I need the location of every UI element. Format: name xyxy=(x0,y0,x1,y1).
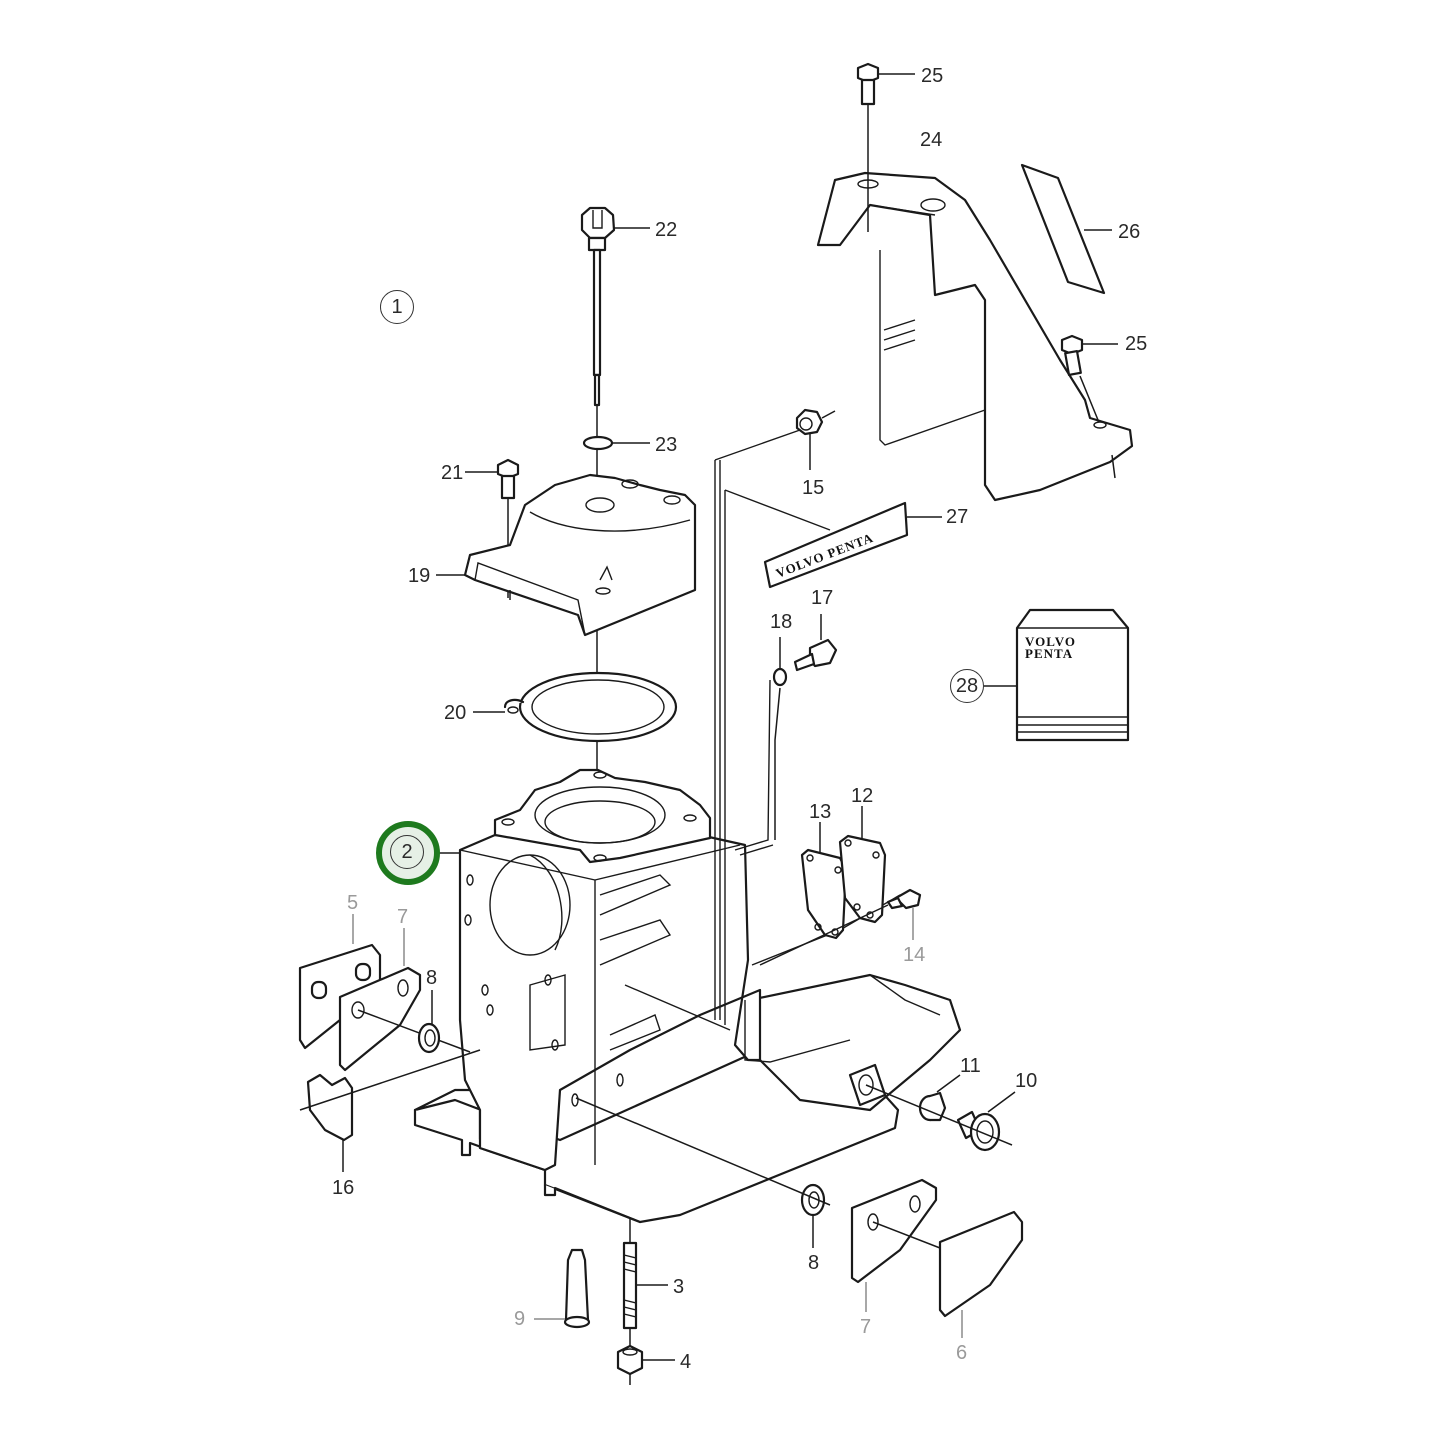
part-6-plate[interactable] xyxy=(938,1210,1024,1338)
label-3[interactable]: 3 xyxy=(673,1276,685,1298)
part-23-o-ring[interactable] xyxy=(582,435,650,451)
label-17[interactable]: 17 xyxy=(811,587,834,609)
label-15[interactable]: 15 xyxy=(802,477,825,499)
label-25-top[interactable]: 25 xyxy=(921,65,944,87)
part-18-seal[interactable] xyxy=(772,637,788,840)
part-7-plate-left[interactable] xyxy=(338,928,471,1072)
label-1[interactable]: 1 xyxy=(380,290,414,324)
part-13-cover[interactable] xyxy=(800,822,848,940)
part-24-cover[interactable] xyxy=(816,171,1134,502)
label-6[interactable]: 6 xyxy=(956,1342,968,1364)
label-7-right[interactable]: 7 xyxy=(860,1316,872,1338)
part-20-gasket[interactable] xyxy=(473,671,678,743)
label-16[interactable]: 16 xyxy=(332,1177,355,1199)
label-4[interactable]: 4 xyxy=(680,1351,692,1373)
label-9[interactable]: 9 xyxy=(514,1308,526,1330)
label-8-right[interactable]: 8 xyxy=(808,1252,820,1274)
label-19[interactable]: 19 xyxy=(408,565,431,587)
label-13[interactable]: 13 xyxy=(809,801,832,823)
label-2-highlighted[interactable]: 2 xyxy=(376,821,440,885)
part-11-bushing[interactable] xyxy=(918,1074,961,1122)
label-26[interactable]: 26 xyxy=(1118,221,1141,243)
part-15-nut[interactable] xyxy=(795,408,836,470)
label-20[interactable]: 20 xyxy=(444,702,467,724)
part-8-washer-left[interactable] xyxy=(417,990,441,1054)
label-11[interactable]: 11 xyxy=(960,1055,981,1077)
label-5[interactable]: 5 xyxy=(347,892,359,914)
part-8-washer-right[interactable] xyxy=(575,1097,831,1248)
part-26-decal[interactable] xyxy=(1020,163,1112,295)
part-25-bolt-right[interactable] xyxy=(1060,334,1118,421)
label-14[interactable]: 14 xyxy=(903,944,926,966)
part-7-plate-right[interactable] xyxy=(850,1178,941,1312)
label-21[interactable]: 21 xyxy=(441,462,464,484)
label-18[interactable]: 18 xyxy=(770,611,793,633)
part-16-gasket[interactable] xyxy=(299,1049,481,1172)
decal-28-line2: PENTA xyxy=(1025,646,1073,661)
label-2: 2 xyxy=(390,835,424,869)
part-25-bolt-top[interactable] xyxy=(856,62,915,232)
label-25-right[interactable]: 25 xyxy=(1125,333,1148,355)
label-7-left[interactable]: 7 xyxy=(397,906,409,928)
part-12-cover[interactable] xyxy=(838,806,887,924)
part-14-screw[interactable] xyxy=(759,888,922,966)
decal-28-line1: VOLVO xyxy=(1025,634,1076,649)
label-22[interactable]: 22 xyxy=(655,219,678,241)
label-24[interactable]: 24 xyxy=(920,129,943,151)
label-10[interactable]: 10 xyxy=(1015,1070,1038,1092)
part-10-plug[interactable] xyxy=(865,1084,1016,1152)
label-8-left[interactable]: 8 xyxy=(426,967,438,989)
label-27[interactable]: 27 xyxy=(946,506,969,528)
label-28[interactable]: 28 xyxy=(950,669,984,703)
part-4-nut[interactable] xyxy=(616,1328,675,1385)
part-9-pin[interactable] xyxy=(534,1248,591,1329)
part-17-plug[interactable] xyxy=(793,614,838,672)
part-19-top-cover[interactable] xyxy=(436,473,697,637)
part-2-housing[interactable] xyxy=(413,429,962,1224)
part-28-decal-set[interactable]: VOLVO PENTA xyxy=(984,608,1130,742)
label-12[interactable]: 12 xyxy=(851,785,874,807)
part-3-stud[interactable] xyxy=(622,1218,668,1330)
label-23[interactable]: 23 xyxy=(655,434,678,456)
